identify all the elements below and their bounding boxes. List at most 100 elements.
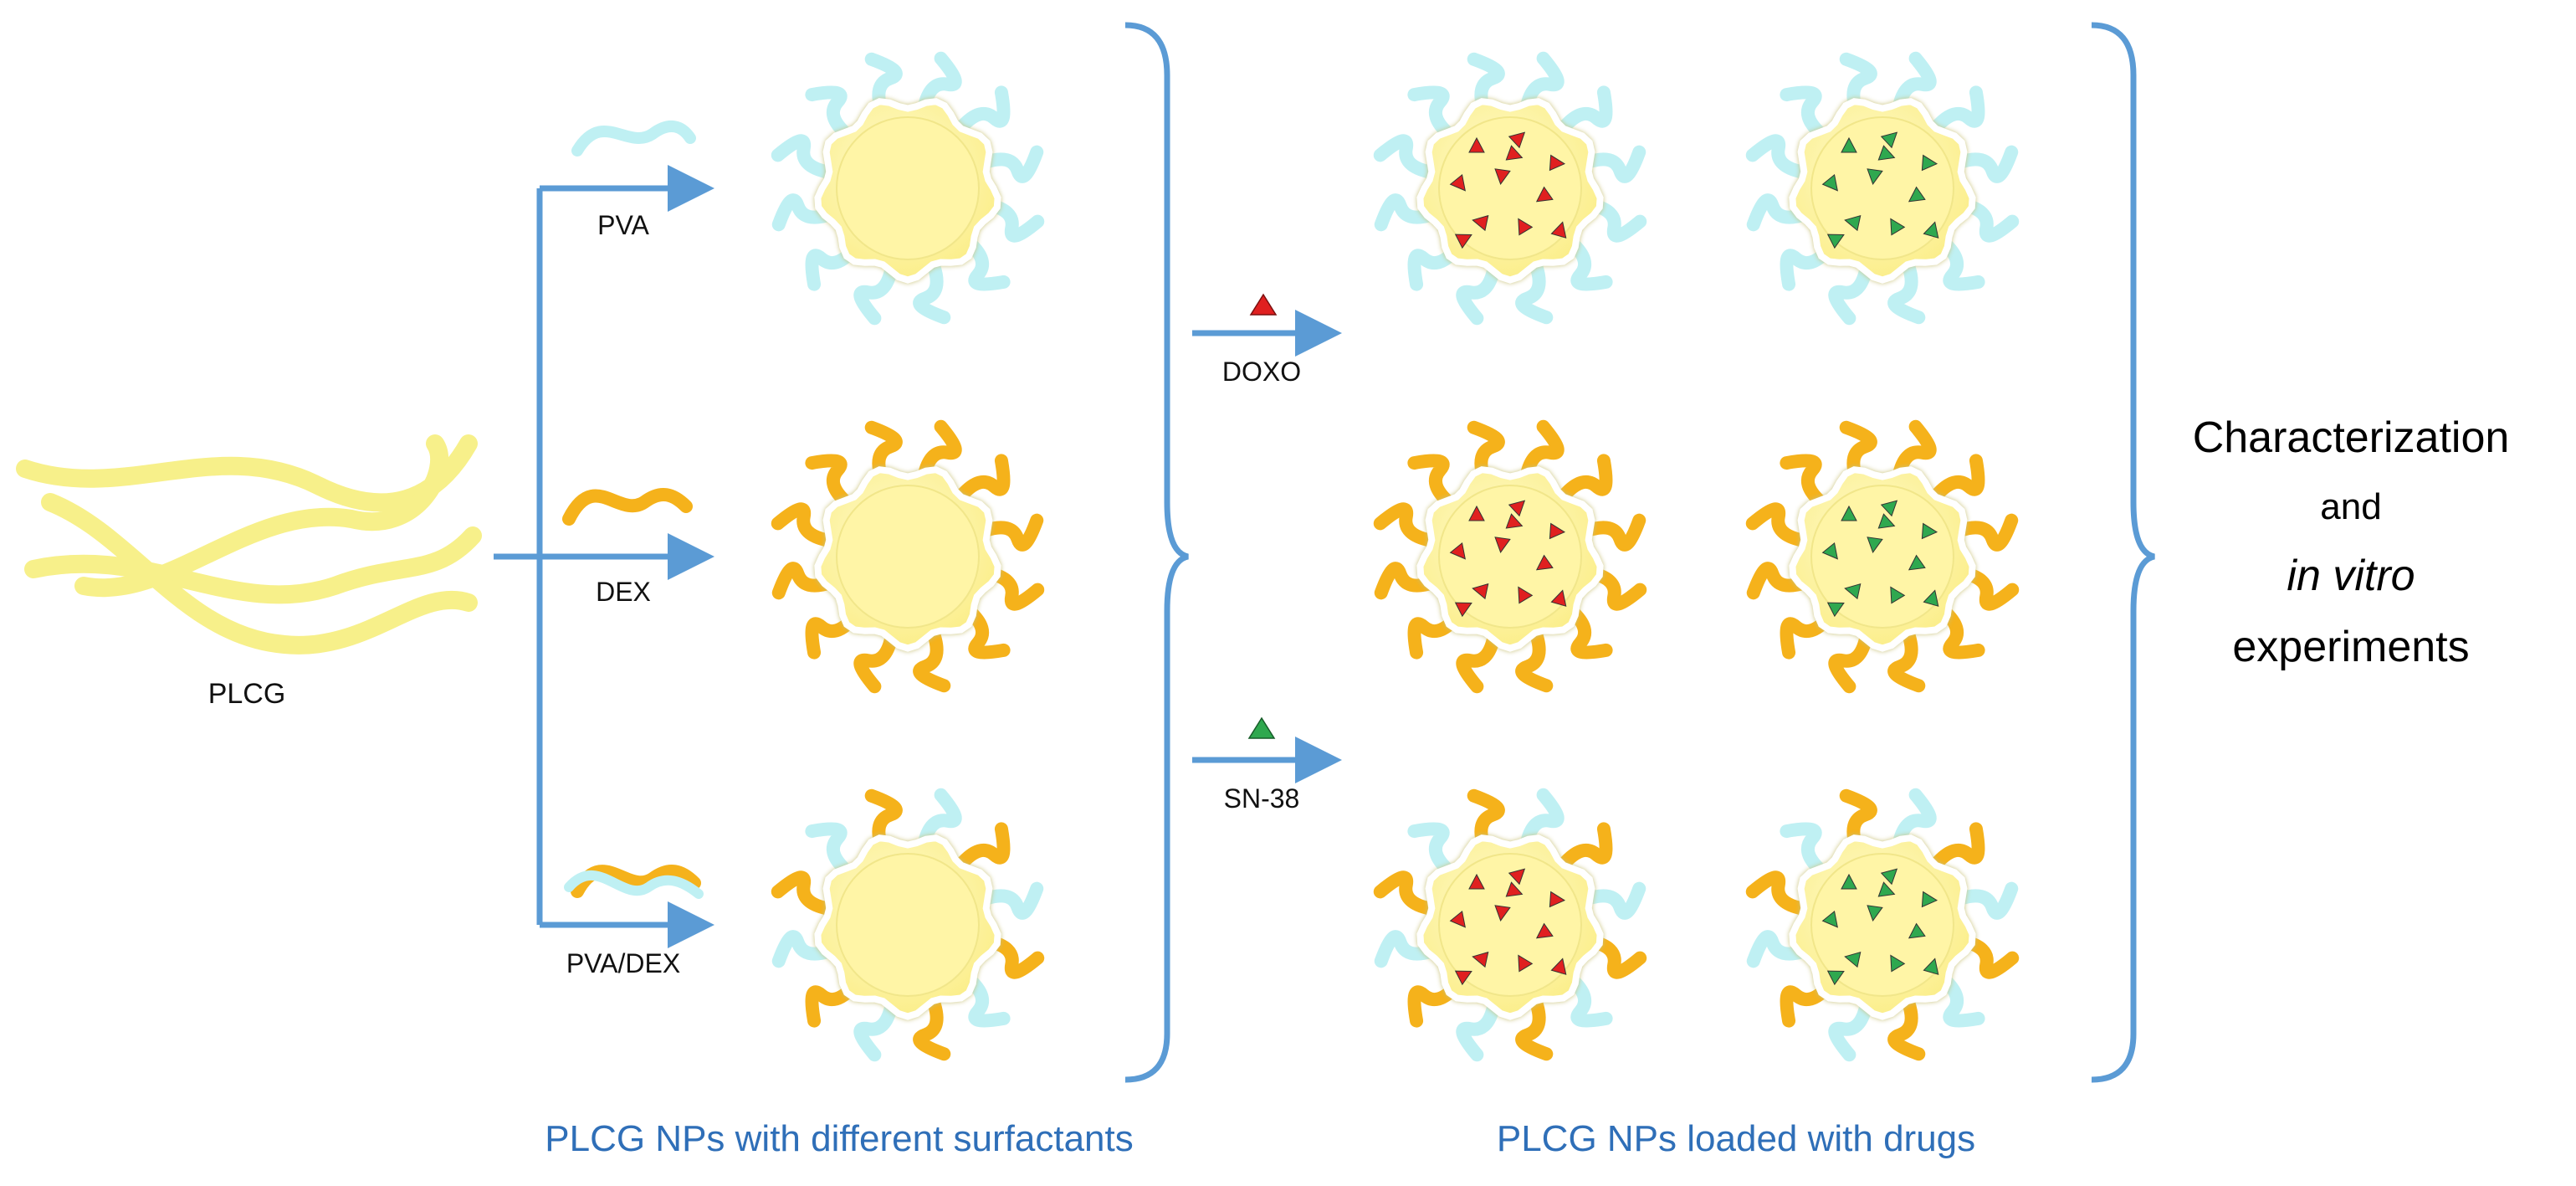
- drug-molecule-icon: [1921, 154, 1938, 172]
- surfactant-tail: [1953, 145, 2019, 183]
- surfactant-tail: [1953, 513, 2019, 552]
- drug-molecule-icon: [1844, 951, 1862, 968]
- surfactant-tail: [1929, 454, 1985, 502]
- surfactant-tail: [1887, 259, 1926, 325]
- surfactant-tail: [1407, 822, 1456, 878]
- drug-molecule-icon: [1468, 505, 1485, 521]
- drug-molecule-icon: [1821, 173, 1838, 192]
- particle-inner: [836, 485, 980, 629]
- surfactant-tail: [1780, 979, 1836, 1028]
- drug-molecule-icon: [1841, 873, 1857, 890]
- surfactant-tail: [1374, 193, 1440, 232]
- nanoparticles: [771, 51, 2020, 1062]
- surfactant-tail: [1828, 261, 1873, 326]
- surfactant-tail: [771, 502, 835, 547]
- surfactant-tail: [1519, 51, 1565, 116]
- surfactant-tail: [1407, 611, 1463, 660]
- left-brace: [1124, 22, 1190, 1083]
- drug-molecule-icon: [1494, 537, 1511, 553]
- drug-molecule-icon: [1518, 586, 1534, 604]
- drug-molecule-icon: [1549, 154, 1566, 172]
- surfactant-tail: [1519, 788, 1565, 852]
- caption-left: PLCG NPs with different surfactants: [545, 1118, 1133, 1159]
- drug-molecule-icon: [1518, 954, 1534, 973]
- surfactant-tail: [1407, 979, 1463, 1028]
- drug-molecule-icon: [1449, 910, 1466, 928]
- drug-molecule-icon: [1454, 602, 1472, 618]
- surfactant-tail: [1955, 198, 2020, 243]
- surfactant-tail: [1456, 261, 1501, 326]
- surfactant-tail: [1456, 629, 1501, 694]
- surfactant-tail: [1467, 788, 1505, 855]
- drug-molecule-icon: [1867, 168, 1883, 185]
- surfactant-tail: [962, 972, 1011, 1028]
- drug-molecule-icon: [1877, 881, 1896, 897]
- drug-molecule-icon: [1494, 168, 1511, 185]
- surfactant-tail: [1407, 85, 1456, 141]
- drug-molecule-icon: [1454, 234, 1472, 249]
- surfactant-tail: [1583, 198, 1647, 243]
- drug-molecule-icon: [1826, 970, 1845, 986]
- surfactant-tail: [1780, 611, 1836, 660]
- drug-molecule-icon: [1505, 145, 1524, 161]
- surfactant-tail: [978, 145, 1044, 183]
- surfactant-tail: [1839, 788, 1877, 855]
- surfactant-tail: [771, 562, 837, 600]
- dex-strand-icon: [562, 488, 693, 526]
- surfactant-tail: [1565, 235, 1613, 291]
- surfactant-tail: [1519, 419, 1565, 484]
- surfactant-tail: [1937, 235, 1985, 291]
- drug-molecule-icon: [1908, 922, 1926, 939]
- plcg-polymer-icon: [16, 434, 482, 655]
- surfactant-tail: [1839, 52, 1877, 118]
- surfactant-tail: [771, 870, 835, 916]
- surfactant-tail: [1745, 870, 1810, 916]
- surfactant-tail: [1892, 419, 1937, 484]
- drug-molecule-icon: [1923, 958, 1939, 975]
- surfactant-tail: [1937, 972, 1985, 1028]
- drug-molecule-icon: [1841, 136, 1857, 153]
- surfactant-tail: [913, 995, 951, 1061]
- nanoparticle-loaded: [1373, 788, 1647, 1062]
- surfactant-tail: [805, 85, 853, 141]
- nanoparticle-unloaded: [771, 51, 1045, 326]
- drug-arrows: [1192, 310, 1342, 783]
- surfactant-tail: [1467, 52, 1505, 118]
- surfactant-tail: [805, 822, 853, 878]
- drug-molecule-icon: [1549, 522, 1566, 540]
- pva-strand-icon: [571, 121, 696, 157]
- drug-molecule-icon: [1472, 583, 1489, 600]
- surfactant-tail: [805, 979, 861, 1028]
- result-line-3: in vitro: [2287, 552, 2415, 600]
- drug-molecule-icon: [1877, 513, 1896, 529]
- surfactant-tail: [1557, 85, 1613, 134]
- nanoparticle-loaded: [1745, 419, 2020, 694]
- drug-molecule-icon: [1877, 145, 1896, 161]
- nanoparticle-loaded: [1373, 419, 1647, 694]
- surfactant-tail: [1515, 995, 1554, 1061]
- drug-molecule-icon: [1505, 513, 1524, 529]
- nanoparticle-loaded: [1373, 51, 1647, 326]
- drug-molecule-icon: [1535, 554, 1554, 571]
- drug-molecule-icon: [1449, 542, 1466, 560]
- surfactant-tail: [978, 881, 1044, 920]
- surfactant-tail: [864, 420, 903, 486]
- drug-molecule-icon: [1841, 505, 1857, 521]
- drug-molecule-icon: [1549, 891, 1566, 908]
- surfactant-tail: [1467, 420, 1505, 486]
- surfactant-tail: [917, 419, 962, 484]
- surfactant-tail: [771, 134, 835, 179]
- sn38-label: SN-38: [1224, 783, 1300, 814]
- surfactant-tail: [853, 629, 899, 694]
- surfactant-tail: [1892, 788, 1937, 852]
- surfactant-tail: [981, 934, 1045, 979]
- surfactant-tail: [1583, 566, 1647, 611]
- surfactant-tail: [864, 52, 903, 118]
- surfactant-tail: [1557, 454, 1613, 502]
- surfactant-tail: [805, 243, 861, 291]
- surfactant-tail: [1565, 972, 1613, 1028]
- drug-molecule-icon: [1867, 537, 1883, 553]
- drug-molecule-icon: [1468, 873, 1485, 890]
- surfactant-tail: [1557, 822, 1613, 870]
